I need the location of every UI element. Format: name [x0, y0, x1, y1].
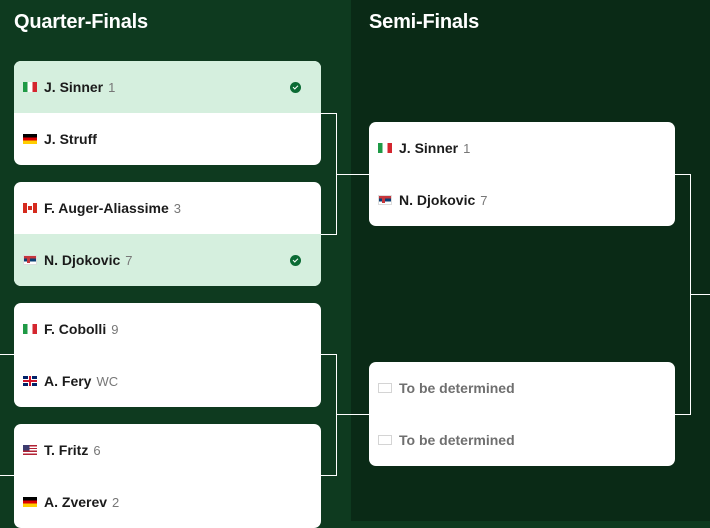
check-circle-icon: [290, 255, 301, 266]
flag-placeholder-icon: [378, 435, 392, 445]
check-circle-icon: [290, 82, 301, 93]
player-name: A. Fery: [44, 373, 92, 389]
player-seed: WC: [96, 373, 119, 389]
player-seed: 6: [93, 442, 101, 458]
player-name: J. Struff: [44, 131, 97, 147]
flag-icon-italy: [378, 143, 392, 153]
flag-icon-usa: [23, 445, 37, 455]
match-card-sf-2[interactable]: To be determined To be determined: [369, 362, 675, 466]
flag-icon-serbia: [23, 255, 37, 265]
bracket-connector: [336, 174, 369, 175]
player-name-tbd: To be determined: [399, 380, 515, 396]
bracket-connector: [336, 414, 369, 415]
match-card-qf-1[interactable]: J. Sinner 1 J. Struff: [14, 61, 321, 165]
flag-placeholder-icon: [378, 383, 392, 393]
match-card-qf-4[interactable]: T. Fritz 6 A. Zverev 2: [14, 424, 321, 528]
player-row[interactable]: J. Sinner 1: [14, 61, 321, 113]
flag-icon-great-britain: [23, 376, 37, 386]
flag-icon-italy: [23, 82, 37, 92]
player-name: J. Sinner: [44, 79, 104, 95]
player-row[interactable]: F. Cobolli 9: [14, 303, 321, 355]
player-name: J. Sinner: [399, 140, 459, 156]
bracket-connector: [675, 414, 691, 415]
player-seed: 1: [108, 79, 116, 95]
player-seed: 7: [480, 192, 488, 208]
player-row[interactable]: J. Struff: [14, 113, 321, 165]
flag-icon-germany: [23, 134, 37, 144]
player-row[interactable]: N. Djokovic 7: [14, 234, 321, 286]
player-seed: 9: [111, 321, 119, 337]
bracket-connector: [321, 113, 337, 114]
flag-icon-canada: [23, 203, 37, 213]
flag-icon-serbia: [378, 195, 392, 205]
player-name: A. Zverev: [44, 494, 108, 510]
player-seed: 7: [125, 252, 133, 268]
match-card-qf-3[interactable]: F. Cobolli 9 A. Fery WC: [14, 303, 321, 407]
player-seed: 3: [173, 200, 181, 216]
flag-icon-italy: [23, 324, 37, 334]
match-card-sf-1[interactable]: J. Sinner 1 N. Djokovic 7: [369, 122, 675, 226]
player-name: N. Djokovic: [44, 252, 121, 268]
player-seed: 2: [112, 494, 120, 510]
player-row[interactable]: F. Auger-Aliassime 3: [14, 182, 321, 234]
player-row[interactable]: To be determined: [369, 362, 675, 414]
player-row[interactable]: To be determined: [369, 414, 675, 466]
bracket-connector: [336, 354, 337, 476]
player-name: N. Djokovic: [399, 192, 476, 208]
bracket-connector: [690, 294, 710, 295]
bracket-connector: [675, 174, 691, 175]
bracket-connector: [0, 354, 14, 355]
player-row[interactable]: J. Sinner 1: [369, 122, 675, 174]
flag-icon-germany: [23, 497, 37, 507]
player-name: F. Auger-Aliassime: [44, 200, 169, 216]
bracket-connector: [321, 354, 337, 355]
player-row[interactable]: A. Zverev 2: [14, 476, 321, 528]
player-row[interactable]: T. Fritz 6: [14, 424, 321, 476]
bracket-connector: [321, 234, 337, 235]
player-row[interactable]: N. Djokovic 7: [369, 174, 675, 226]
bracket-connector: [321, 475, 337, 476]
player-seed: 1: [463, 140, 471, 156]
round-title-semi-finals: Semi-Finals: [369, 11, 480, 33]
bracket-connector: [0, 475, 14, 476]
player-name-tbd: To be determined: [399, 432, 515, 448]
player-name: T. Fritz: [44, 442, 89, 458]
round-title-quarter-finals: Quarter-Finals: [14, 11, 148, 33]
player-row[interactable]: A. Fery WC: [14, 355, 321, 407]
player-name: F. Cobolli: [44, 321, 107, 337]
match-card-qf-2[interactable]: F. Auger-Aliassime 3 N. Djokovic 7: [14, 182, 321, 286]
